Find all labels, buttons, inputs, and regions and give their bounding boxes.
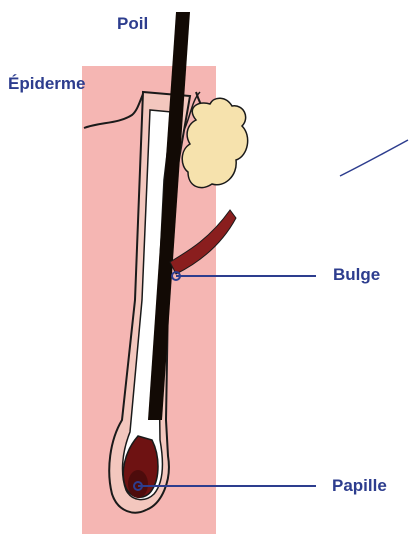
label-papilla: Papille — [332, 476, 387, 496]
dermal-papilla — [128, 470, 148, 498]
label-hair: Poil — [117, 14, 148, 34]
sebaceous-gland — [182, 98, 247, 187]
label-epidermis: Épiderme — [8, 74, 85, 94]
label-bulge: Bulge — [333, 265, 380, 285]
decorative-arc — [340, 140, 408, 176]
